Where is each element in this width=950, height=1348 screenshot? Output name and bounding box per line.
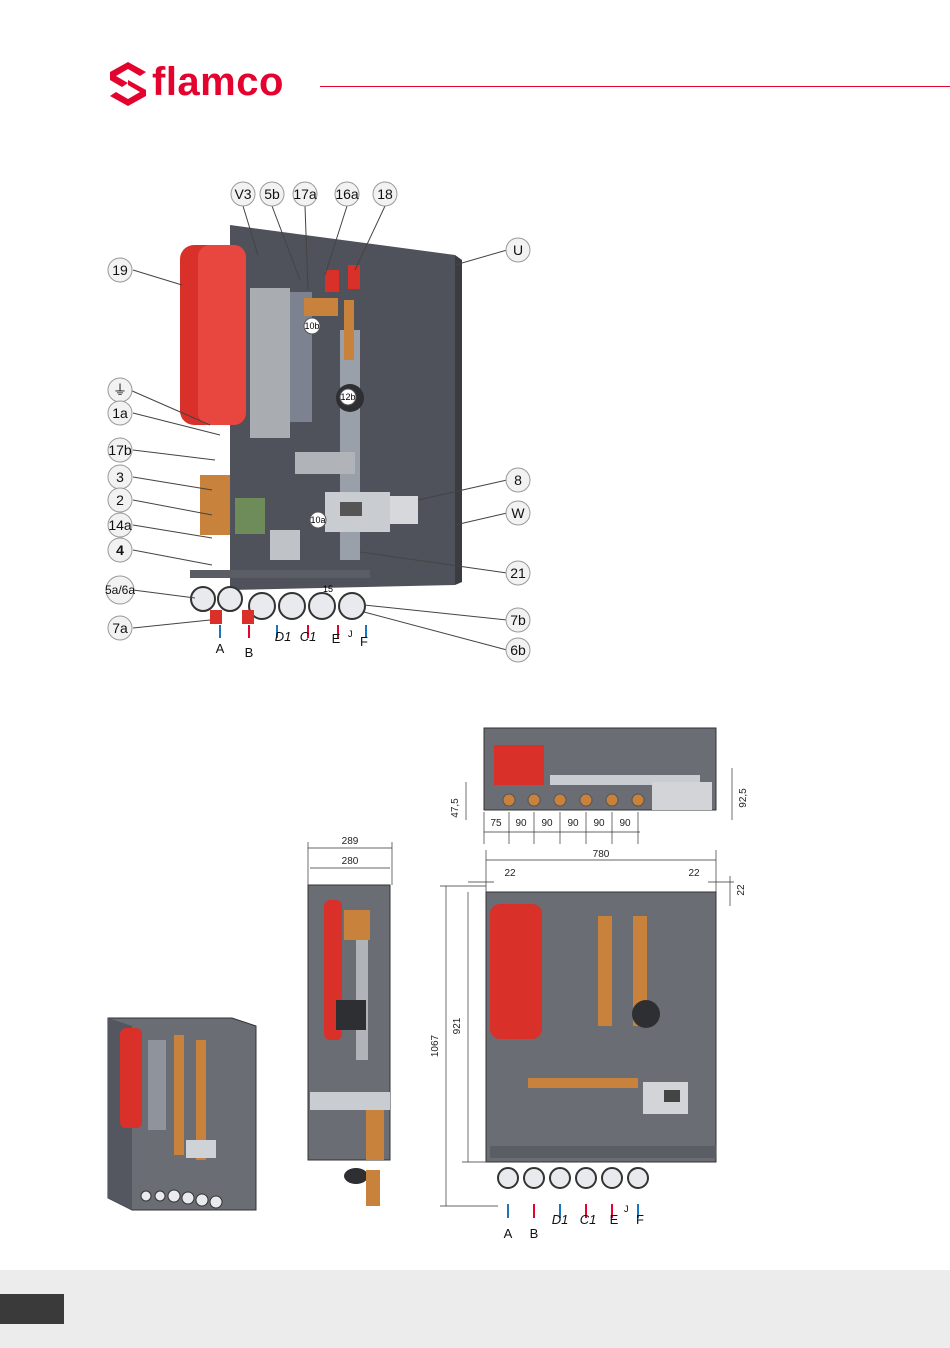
front-view: 780 22 22 22 1067 921 A B D1 C1 E J F — [428, 846, 750, 1246]
callout-V3: V3 — [234, 186, 251, 202]
callouts-right: U 8 W 21 7b 6b — [506, 238, 530, 662]
front-conn-A: A — [504, 1226, 513, 1241]
conn-label-D1: D1 — [275, 629, 292, 644]
dim-front-top: 22 — [736, 884, 747, 896]
callout-19: 19 — [112, 262, 128, 278]
footer-band — [0, 1270, 950, 1348]
front-conn-C1: C1 — [580, 1212, 597, 1227]
callout-5a-6a: 5a/6a — [105, 583, 135, 597]
conn-label-F: F — [360, 634, 368, 649]
earth-icon: ⏚ — [113, 382, 127, 398]
dim-side-outer-width: 289 — [342, 836, 359, 847]
dim-spacing-2: 90 — [515, 818, 527, 829]
conn-label-C1: C1 — [300, 629, 317, 644]
callouts-left: 19 ⏚ 1a 17b 3 2 14a 4 5a/6a 7a — [105, 258, 135, 640]
conn-label-E: E — [332, 631, 341, 646]
callout-8: 8 — [514, 472, 522, 488]
inner-label-12b: 12b — [340, 392, 355, 402]
callout-16a: 16a — [335, 186, 359, 202]
front-conn-B: B — [530, 1226, 539, 1241]
callout-5b: 5b — [264, 186, 280, 202]
inner-label-10b: 10b — [304, 321, 319, 331]
inner-label-15: 15 — [323, 584, 333, 594]
conn-label-J: J — [348, 629, 353, 639]
dim-front-height-inner: 921 — [452, 1017, 463, 1034]
dim-front-height-total: 1067 — [430, 1034, 441, 1057]
dim-spacing-1: 75 — [490, 818, 502, 829]
callout-18: 18 — [377, 186, 393, 202]
dim-front-offset-left: 22 — [504, 868, 516, 879]
callout-3: 3 — [116, 469, 124, 485]
callout-17a: 17a — [293, 186, 317, 202]
callout-14a: 14a — [108, 517, 132, 533]
callout-7b: 7b — [510, 612, 526, 628]
flamco-logo — [106, 60, 150, 106]
dim-top-left-height: 47,5 — [450, 798, 461, 818]
callout-17b: 17b — [108, 442, 132, 458]
callouts-top: V3 5b 17a 16a 18 — [231, 182, 397, 206]
dim-spacing-6: 90 — [619, 818, 631, 829]
front-conn-F: F — [636, 1212, 644, 1227]
callout-21: 21 — [510, 565, 526, 581]
dim-side-inner-width: 280 — [342, 856, 359, 867]
conn-label-A: A — [216, 641, 225, 656]
inner-label-10a: 10a — [310, 515, 325, 525]
top-view: 47,5 92,5 75 90 90 90 90 90 — [440, 720, 750, 850]
page-number-box — [0, 1294, 64, 1324]
perspective-view — [104, 1010, 264, 1220]
dim-spacing-5: 90 — [593, 818, 605, 829]
callout-4: 4 — [116, 542, 124, 558]
callout-2: 2 — [116, 492, 124, 508]
callout-U: U — [513, 242, 523, 258]
callout-6b: 6b — [510, 642, 526, 658]
flamco-logo-icon — [106, 60, 150, 106]
front-conn-D1: D1 — [552, 1212, 569, 1227]
dim-front-offset-right: 22 — [688, 868, 700, 879]
brand-name: flamco — [152, 60, 284, 105]
dim-front-width: 780 — [593, 849, 610, 860]
dim-spacing-3: 90 — [541, 818, 553, 829]
callout-W: W — [511, 505, 525, 521]
callout-7a: 7a — [112, 620, 128, 636]
connection-labels-main: A B D1 C1 E J F — [216, 625, 368, 660]
main-illustration: 10b 12b 10a 15 19 ⏚ 1a 17b 3 — [100, 180, 540, 670]
heat-exchanger — [250, 288, 290, 438]
callout-1a: 1a — [112, 405, 128, 421]
header-rule — [320, 86, 950, 87]
front-conn-E: E — [610, 1212, 619, 1227]
conn-label-B: B — [245, 645, 254, 660]
side-view: 289 280 — [296, 830, 406, 1220]
front-conn-J: J — [624, 1204, 629, 1214]
dim-spacing-4: 90 — [567, 818, 579, 829]
dim-top-right-height: 92,5 — [738, 788, 749, 808]
